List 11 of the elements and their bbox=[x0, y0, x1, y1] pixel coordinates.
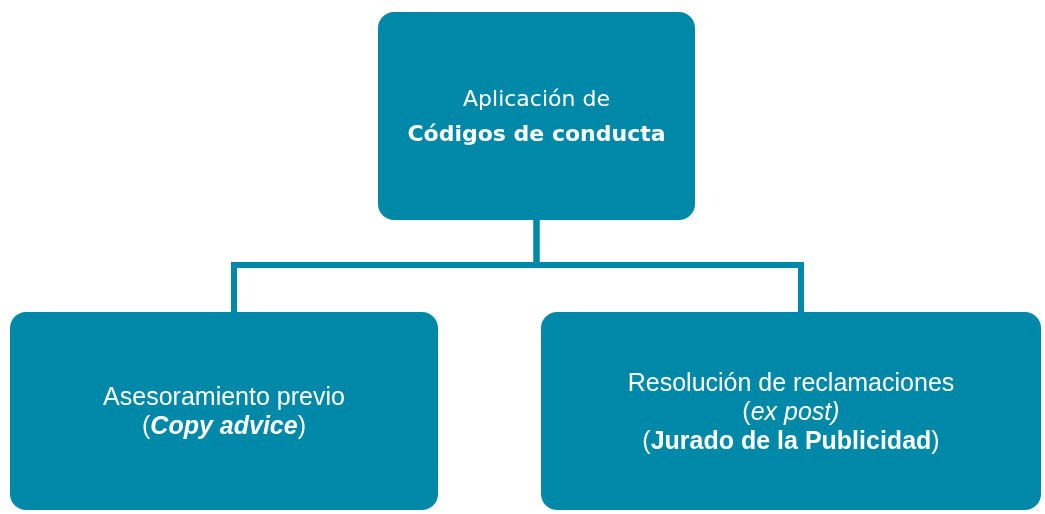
connector-line bbox=[533, 220, 804, 312]
rounded-box bbox=[378, 12, 695, 220]
box-text: (ex post) bbox=[742, 396, 840, 426]
rounded-box bbox=[10, 312, 438, 510]
box-text: Resolución de reclamaciones bbox=[627, 367, 955, 397]
box-text: Aplicación de bbox=[463, 86, 610, 111]
rounded-box bbox=[541, 312, 1041, 510]
box-text: (Copy advice) bbox=[142, 411, 306, 440]
box-text: Asesoramiento previo bbox=[103, 382, 345, 411]
box-text: Códigos de conducta bbox=[407, 121, 666, 146]
box-text: (Jurado de la Publicidad) bbox=[642, 425, 940, 455]
